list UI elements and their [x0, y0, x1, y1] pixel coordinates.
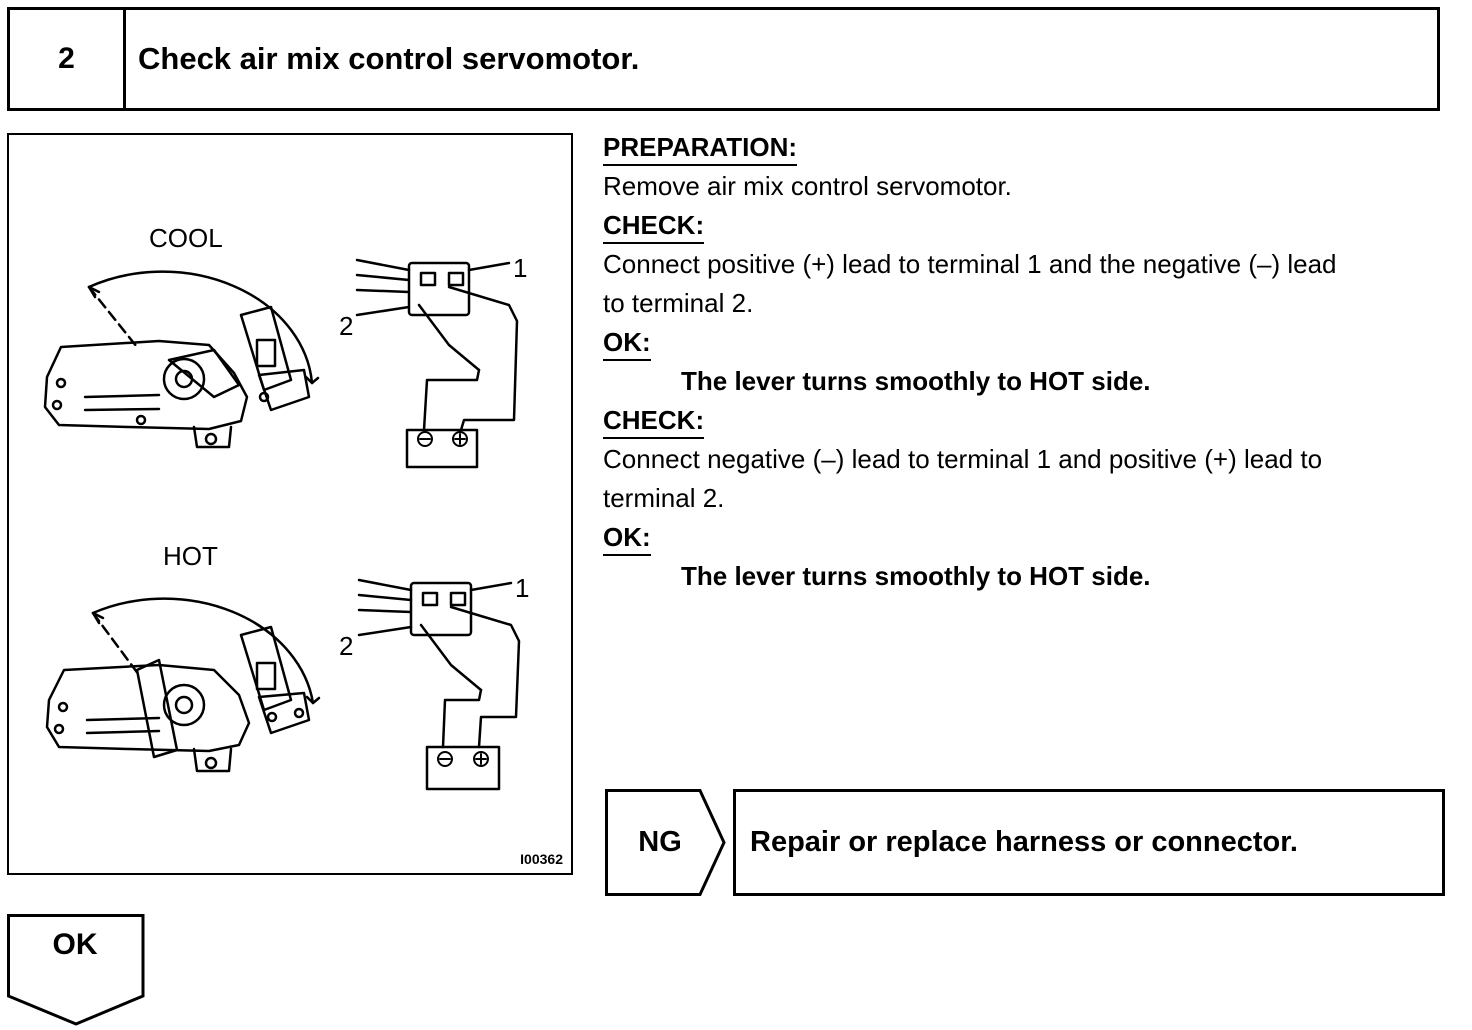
servomotor-illustration: COOL HOT 1 2 1 2 I00362	[7, 133, 573, 875]
battery-terminals	[417, 431, 489, 767]
ng-action-text: Repair or replace harness or connector.	[750, 826, 1298, 858]
step-header: 2 Check air mix control servomotor.	[7, 7, 1440, 111]
servomotor-diagram	[43, 258, 521, 791]
hot-label: HOT	[163, 541, 218, 571]
check2-text-line1: Connect negative (–) lead to terminal 1 …	[603, 444, 1323, 474]
ok-label: OK	[52, 928, 98, 961]
hot-servomotor-drawing	[45, 578, 521, 791]
cool-servomotor-drawing	[43, 258, 519, 469]
step-title: Check air mix control servomotor.	[138, 41, 640, 76]
check2-text-line2: terminal 2.	[603, 483, 725, 513]
check2-heading: CHECK:	[603, 403, 705, 439]
check1-heading: CHECK:	[603, 208, 705, 244]
check1-text-line1: Connect positive (+) lead to terminal 1 …	[603, 249, 1337, 279]
ok1-heading: OK:	[603, 325, 651, 361]
ok-arrow-icon	[7, 914, 145, 1026]
preparation-text: Remove air mix control servomotor.	[603, 171, 1012, 201]
cool-terminal-2-label: 2	[339, 311, 354, 341]
ok1-result: The lever turns smoothly to HOT side.	[681, 366, 1151, 396]
check1-text-line2: to terminal 2.	[603, 288, 754, 318]
step-number: 2	[10, 10, 126, 108]
preparation-heading: PREPARATION:	[603, 130, 798, 166]
instructions: PREPARATION: Remove air mix control serv…	[603, 128, 1453, 596]
ok2-heading: OK:	[603, 520, 651, 556]
hot-terminal-2-label: 2	[339, 631, 354, 661]
ng-action-box: Repair or replace harness or connector.	[733, 789, 1445, 896]
figure-code: I00362	[520, 851, 563, 867]
ng-label: NG	[638, 826, 682, 858]
ng-arrow-icon	[605, 789, 726, 896]
ok2-result: The lever turns smoothly to HOT side.	[681, 561, 1151, 591]
cool-label: COOL	[149, 223, 223, 253]
hot-terminal-1-label: 1	[515, 573, 530, 603]
cool-terminal-1-label: 1	[513, 253, 528, 283]
